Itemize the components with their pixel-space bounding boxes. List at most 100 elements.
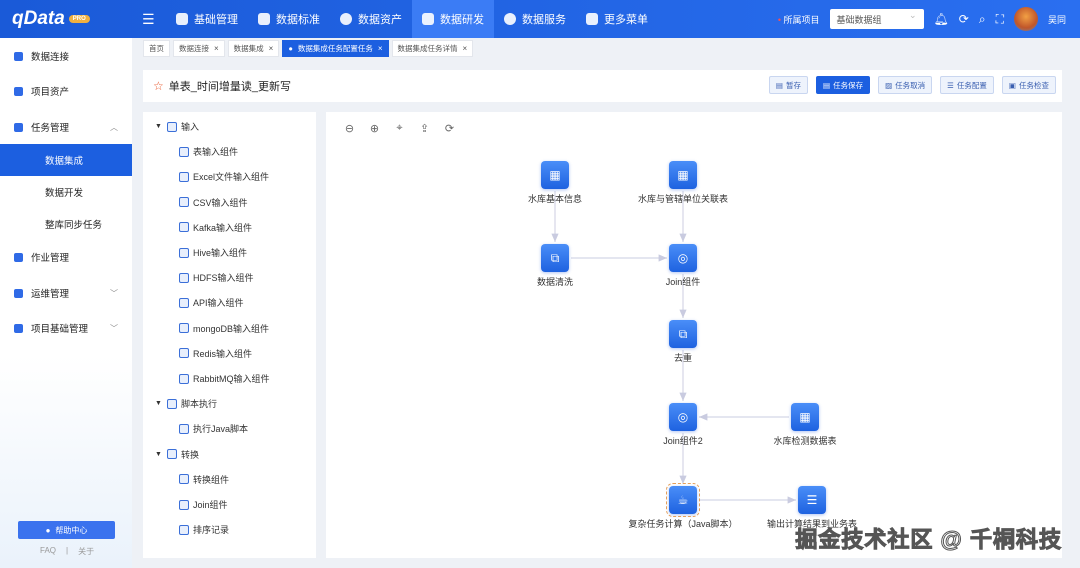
group-icon (167, 121, 177, 132)
tree-group[interactable]: ▼脚本执行 (155, 397, 217, 410)
nav-data-service[interactable]: 数据服务 (494, 0, 576, 38)
caret-down-icon[interactable]: ▼ (155, 123, 162, 130)
tab-data-integration[interactable]: 数据集成× (227, 40, 280, 57)
component-icon (179, 323, 189, 334)
flow-node-icon[interactable]: ⧉ (669, 320, 697, 348)
task-save-button[interactable]: ▤任务保存 (815, 76, 871, 94)
task-icon (14, 122, 23, 132)
component-icon (179, 171, 189, 182)
tree-item[interactable]: Kafka输入组件 (179, 221, 252, 234)
sync-icon[interactable]: ⟳ (958, 12, 969, 26)
flow-node-icon[interactable]: ◎ (669, 403, 697, 431)
faq-link[interactable]: FAQ (40, 546, 57, 555)
tree-item[interactable]: Join组件 (179, 498, 228, 511)
chevron-down-icon: ﹀ (110, 288, 118, 298)
tree-item[interactable]: 转换组件 (179, 473, 229, 486)
tree-item[interactable]: RabbitMQ输入组件 (179, 372, 270, 385)
zoom-out-icon[interactable]: ⊖ (344, 123, 355, 135)
tree-item[interactable]: 表输入组件 (179, 145, 238, 158)
close-icon[interactable]: × (214, 44, 219, 53)
task-cancel-button[interactable]: ▨任务取消 (878, 76, 933, 94)
tree-item-label: Excel文件输入组件 (193, 172, 270, 183)
sidebar-item-job-management[interactable]: 作业管理 (0, 241, 132, 273)
tab-task-detail[interactable]: 数据集成任务详情× (391, 40, 474, 57)
nav-basic-management[interactable]: 基础管理 (166, 0, 248, 38)
tab-data-connection[interactable]: 数据连接× (173, 40, 225, 57)
draft-save-button[interactable]: ▤暂存 (768, 76, 808, 94)
nav-label: 数据标准 (276, 14, 320, 26)
locate-icon[interactable]: ⌖ (396, 122, 403, 134)
user-name[interactable]: 吴同 (1047, 14, 1066, 25)
flow-canvas[interactable]: ⊖ ⊕ ⌖ ⇪ ⟳ ▦水库基本信息▦水库与管辖单位关联表⧉数据清洗◎Join组件… (326, 112, 1062, 558)
zoom-in-icon[interactable]: ⊕ (369, 123, 380, 135)
bell-icon[interactable]: 🔔︎ (933, 12, 949, 26)
connection-icon (14, 51, 23, 61)
star-icon[interactable]: ☆ (153, 79, 164, 93)
flow-node-icon[interactable]: ⧉ (541, 244, 569, 272)
canvas-toolbar: ⊖ ⊕ ⌖ ⇪ ⟳ (342, 122, 457, 135)
export-icon[interactable]: ⇪ (419, 123, 430, 135)
tree-item[interactable]: API输入组件 (179, 296, 244, 309)
close-icon[interactable]: × (462, 44, 468, 53)
menu-toggle-icon[interactable]: ☰ (142, 11, 155, 27)
flow-node-icon[interactable]: ☕ (666, 483, 700, 517)
project-select[interactable]: 基础数据组 (829, 9, 924, 29)
caret-down-icon[interactable]: ▼ (155, 450, 162, 458)
tree-item[interactable]: CSV输入组件 (179, 196, 248, 209)
caret-down-icon[interactable]: ▼ (155, 400, 162, 408)
sidebar-item-data-connection[interactable]: 数据连接 (0, 40, 132, 72)
sidebar-item-project-base[interactable]: 项目基础管理﹀ (0, 312, 132, 344)
close-icon[interactable]: × (377, 44, 383, 53)
tree-item[interactable]: Excel文件输入组件 (179, 170, 269, 183)
tab-home[interactable]: 首页 (143, 40, 170, 57)
component-icon (179, 423, 189, 434)
tree-item[interactable]: mongoDB输入组件 (179, 322, 269, 335)
about-link[interactable]: 关于 (78, 547, 95, 556)
tree-group[interactable]: ▼输入 (155, 120, 199, 133)
flow-node-icon[interactable]: ☰ (798, 486, 826, 514)
button-label: 暂存 (785, 80, 801, 90)
tree-item[interactable]: 排序记录 (179, 523, 229, 536)
help-center-button[interactable]: ●帮助中心 (18, 521, 115, 539)
tree-item[interactable]: 执行Java脚本 (179, 422, 248, 435)
component-tree: ▼输入表输入组件 Excel文件输入组件 CSV输入组件 Kafka输入组件 Hive输… (143, 112, 316, 558)
flow-node-icon[interactable]: ▦ (669, 161, 697, 189)
sidebar-label: 项目资产 (31, 87, 70, 98)
tree-item[interactable]: Hive输入组件 (179, 246, 247, 259)
sidebar-item-task-management[interactable]: 任务管理︿ (0, 111, 132, 143)
tree-item[interactable]: Redis输入组件 (179, 347, 252, 360)
fullscreen-icon[interactable]: ⛶ (995, 11, 1004, 26)
nav-data-standard[interactable]: 数据标准 (248, 0, 330, 38)
tree-item[interactable]: HDFS输入组件 (179, 271, 254, 284)
sidebar-item-ops-management[interactable]: 运维管理﹀ (0, 277, 132, 309)
tree-item-label: Redis输入组件 (193, 348, 253, 359)
active-dot-icon: ● (288, 44, 293, 53)
nav-data-assets[interactable]: 数据资产 (330, 0, 412, 38)
close-icon[interactable]: × (268, 44, 274, 53)
sidebar-item-db-sync[interactable]: 整库同步任务 (0, 208, 132, 240)
tab-label: 首页 (149, 44, 164, 53)
task-config-button[interactable]: ☰任务配置 (940, 76, 994, 94)
nav-data-development[interactable]: 数据研发 (412, 0, 494, 38)
refresh-icon[interactable]: ⟳ (444, 123, 455, 135)
nav-label: 基础管理 (194, 14, 238, 26)
tree-group[interactable]: ▼转换 (155, 448, 199, 461)
component-icon (179, 499, 189, 510)
task-check-button[interactable]: ▣任务检查 (1001, 76, 1056, 94)
search-icon[interactable]: ⌕ (978, 11, 986, 26)
service-icon (504, 13, 516, 25)
avatar[interactable] (1013, 7, 1038, 31)
tree-item-label: 排序记录 (193, 525, 230, 536)
tree-item-label: 转换组件 (193, 474, 230, 485)
nav-more-menu[interactable]: 更多菜单 (576, 0, 658, 38)
flow-node-icon[interactable]: ▦ (791, 403, 819, 431)
sidebar-item-project-assets[interactable]: 项目资产 (0, 75, 132, 107)
sidebar-item-data-development[interactable]: 数据开发 (0, 176, 132, 208)
button-label: 任务保存 (833, 80, 864, 90)
sidebar-item-data-integration[interactable]: 数据集成 (0, 144, 132, 176)
component-icon (179, 222, 189, 233)
tab-task-config[interactable]: ●数据集成任务配置任务× (282, 40, 389, 57)
flow-node-icon[interactable]: ◎ (669, 244, 697, 272)
flow-node-icon[interactable]: ▦ (541, 161, 569, 189)
